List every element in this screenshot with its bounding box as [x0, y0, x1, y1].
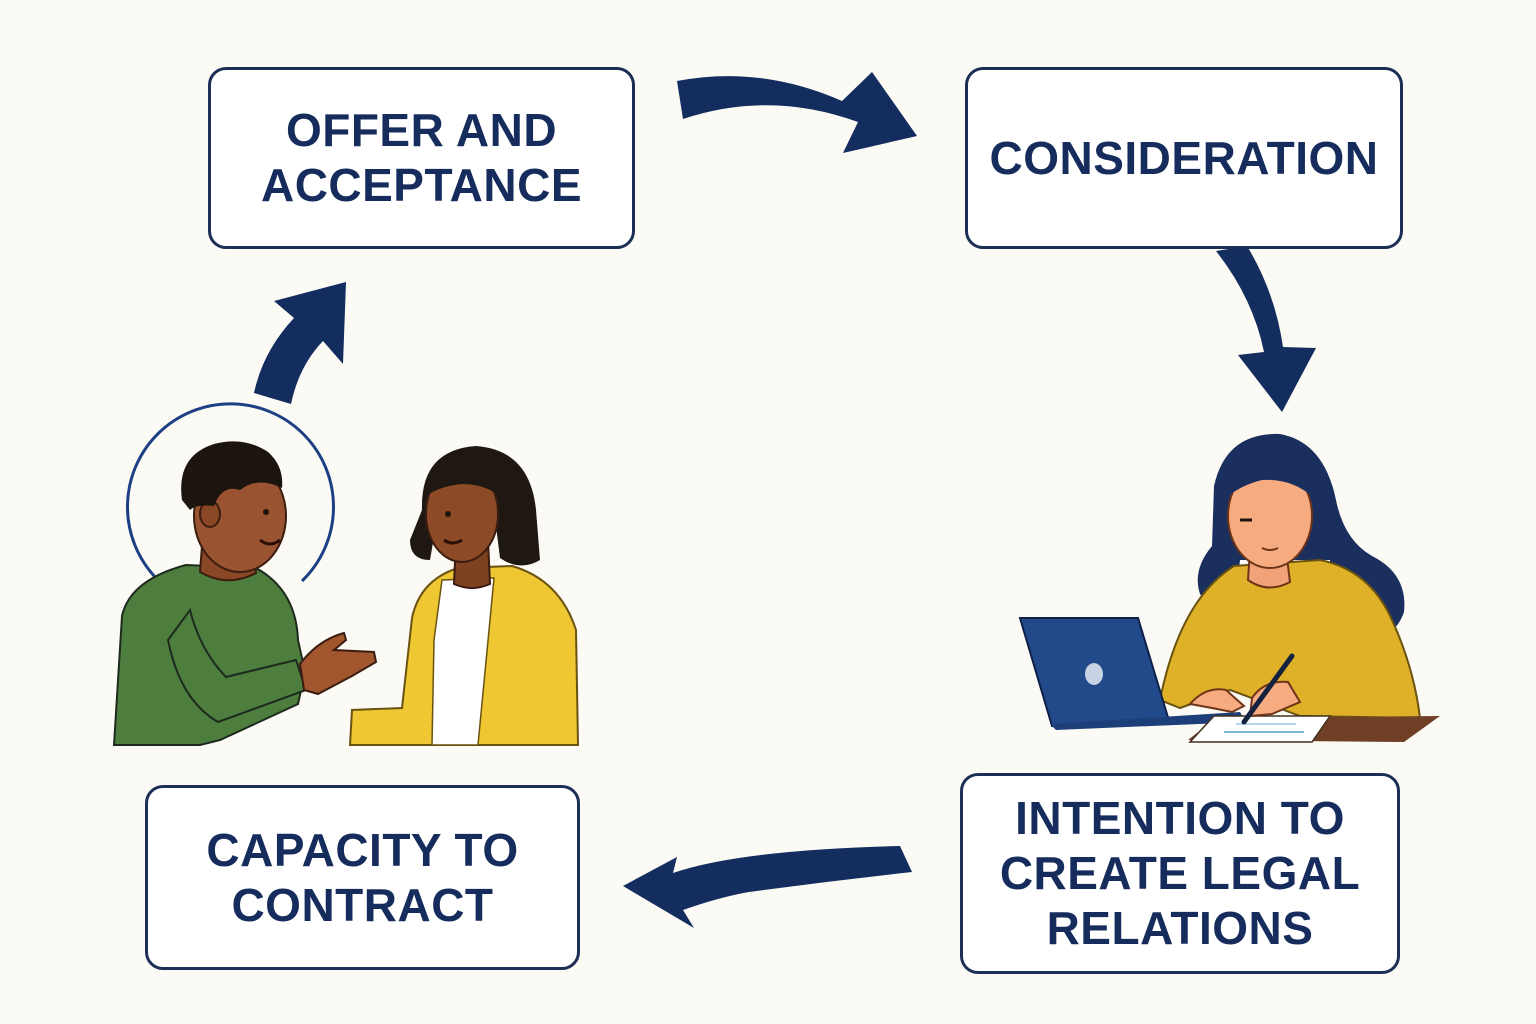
arrow-intention-to-capacity: [623, 846, 912, 928]
laptop-base: [1050, 712, 1246, 730]
woman-hair-fringe: [426, 461, 504, 500]
stage-label: INTENTION TO CREATE LEGAL RELATIONS: [999, 792, 1361, 954]
paper-sheet: [1188, 715, 1332, 743]
halo-arc-icon: [126, 402, 335, 583]
arrow-offer-to-consideration: [677, 72, 917, 153]
woman-mustard-sweater: [1158, 558, 1422, 720]
woman-hand-left: [1188, 688, 1246, 714]
laptop-logo-icon: [1085, 663, 1103, 685]
woman-at-laptop-illustration: [1018, 433, 1440, 743]
stage-label: CAPACITY TO CONTRACT: [206, 823, 519, 931]
pen-icon: [1241, 653, 1295, 725]
man-smile: [259, 538, 281, 546]
stage-offer-and-acceptance: OFFER AND ACCEPTANCE: [208, 67, 635, 249]
woman-smile: [443, 538, 463, 545]
man-eye: [263, 509, 269, 515]
woman-mouth-right: [1261, 547, 1279, 551]
stage-label: CONSIDERATION: [989, 131, 1379, 184]
woman-hand-right: [1248, 680, 1302, 718]
arrow-capacity-to-offer: [254, 282, 346, 404]
man-hair: [181, 441, 283, 510]
stage-intention-to-create-legal-relations: INTENTION TO CREATE LEGAL RELATIONS: [960, 773, 1400, 974]
stage-label: OFFER AND ACCEPTANCE: [260, 104, 583, 211]
woman-eye: [445, 511, 451, 517]
woman-fringe: [1224, 457, 1314, 500]
man-hand: [298, 631, 378, 696]
arrow-consideration-to-intention: [1216, 246, 1316, 412]
two-people-conversation-illustration: [112, 402, 580, 746]
stage-consideration: CONSIDERATION: [965, 67, 1403, 249]
stage-capacity-to-contract: CAPACITY TO CONTRACT: [145, 785, 580, 970]
